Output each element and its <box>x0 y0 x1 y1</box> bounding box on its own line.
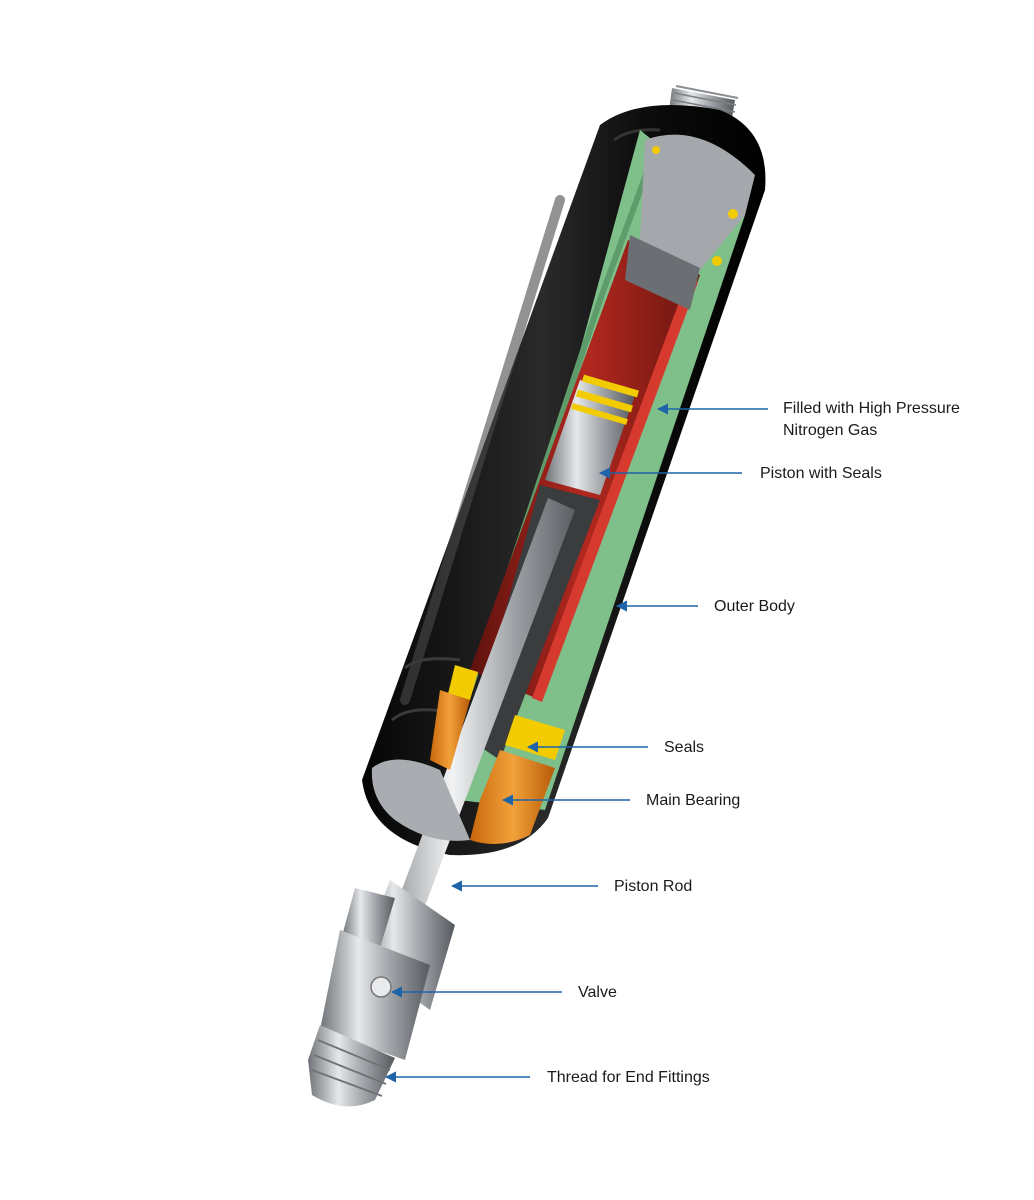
label-piston-with-seals: Piston with Seals <box>760 465 882 482</box>
body-end-face <box>371 759 470 841</box>
label-outer-body: Outer Body <box>714 598 795 615</box>
label-thread: Thread for End Fittings <box>547 1069 710 1086</box>
lower-fitting <box>308 880 455 1107</box>
label-nitrogen-line2: Nitrogen Gas <box>783 422 878 439</box>
piston-with-seals <box>545 374 639 495</box>
piston-rod <box>370 498 575 985</box>
end-cap-block <box>625 134 755 310</box>
label-piston-rod: Piston Rod <box>614 878 693 895</box>
label-valve: Valve <box>578 984 617 1001</box>
label-main-bearing: Main Bearing <box>646 792 741 809</box>
label-nitrogen-line1: Filled with High Pressure <box>783 400 960 417</box>
outer-body-highlight <box>400 195 565 705</box>
label-seals: Seals <box>664 739 705 756</box>
inner-tube-wall <box>532 278 698 702</box>
